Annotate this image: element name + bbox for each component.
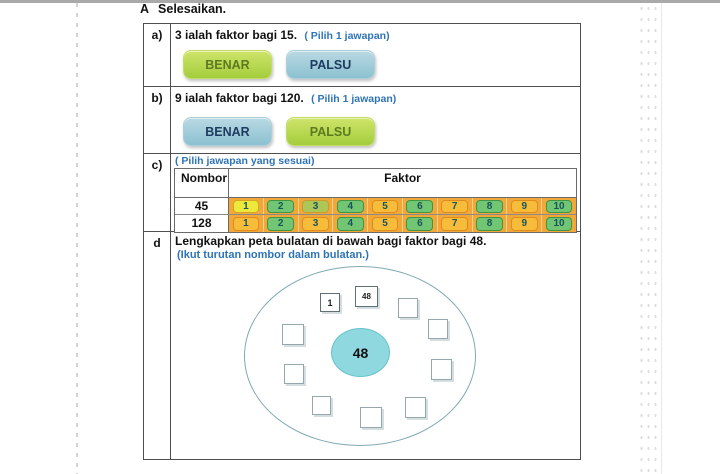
factor-chip-cell: 2 [262,198,298,214]
circle-map-center: 48 [331,328,390,377]
page-title: A Selesaikan. [140,2,226,16]
question-d-hint: (Ikut turutan nombor dalam bulatan.) [177,249,369,261]
right-dot-texture [638,3,662,474]
question-row-d: d Lengkapkan peta bulatan di bawah bagi … [144,232,580,459]
question-d-text: Lengkapkan peta bulatan di bawah bagi fa… [175,234,487,248]
row-label-b: b) [144,87,171,153]
factor-chip-1[interactable]: 1 [232,199,260,213]
row-number-128: 128 [175,215,229,232]
factor-chip-7[interactable]: 7 [441,199,469,213]
factor-box-empty[interactable] [360,407,382,428]
factor-box-1[interactable]: 1 [320,293,340,312]
factor-chip-cell: 5 [367,215,402,232]
section-letter: A [140,2,150,16]
left-fold-dotted-line [76,3,78,474]
question-a-text: 3 ialah faktor bagi 15. [175,28,298,42]
factor-chip-cell: 9 [506,215,541,232]
question-a-hint: ( Pilih 1 jawapan) [304,30,390,42]
row-label-a: a) [144,24,171,86]
factor-chip-5[interactable]: 5 [371,216,399,231]
benar-button-a[interactable]: BENAR [183,50,272,79]
col-header-faktor: Faktor [384,171,421,185]
factor-chip-4[interactable]: 4 [336,199,364,213]
row-b-content: 9 ialah faktor bagi 120. ( Pilih 1 jawap… [171,87,580,153]
factor-box-empty[interactable] [284,364,304,384]
factor-chip-8[interactable]: 8 [476,216,503,231]
factor-chip-10[interactable]: 10 [545,216,573,231]
factor-chip-2[interactable]: 2 [267,199,295,213]
factor-chip-9[interactable]: 9 [510,216,538,231]
question-a: 3 ialah faktor bagi 15. ( Pilih 1 jawapa… [175,28,574,42]
row-a-content: 3 ialah faktor bagi 15. ( Pilih 1 jawapa… [171,24,580,86]
row-c-content: ( Pilih jawapan yang sesuai) Nombor Fakt… [171,154,580,233]
factor-chip-cell: 3 [297,215,333,232]
factor-chip-cell: 10 [541,198,576,214]
factor-chip-5[interactable]: 5 [371,199,399,213]
row-d-content: Lengkapkan peta bulatan di bawah bagi fa… [171,232,580,459]
factor-chip-cell: 1 [229,215,263,232]
worksheet-table: a) 3 ialah faktor bagi 15. ( Pilih 1 jaw… [143,23,581,460]
factor-chip-cell: 6 [401,198,437,214]
question-c-hint: ( Pilih jawapan yang sesuai) [175,155,315,167]
factor-chip-2[interactable]: 2 [267,216,295,231]
factor-chip-3[interactable]: 3 [302,216,329,231]
factor-box-empty[interactable] [428,319,448,339]
factor-chip-cell: 3 [297,198,333,214]
row-a-buttons: BENAR PALSU [183,50,375,79]
question-row-a: a) 3 ialah faktor bagi 15. ( Pilih 1 jaw… [144,24,580,87]
factor-chip-cell: 1 [229,198,263,214]
palsu-button-b[interactable]: PALSU [286,117,375,146]
factor-chip-cell: 9 [506,198,541,214]
row-b-buttons: BENAR PALSU [183,117,375,146]
row-number-45: 45 [175,198,229,214]
question-d: Lengkapkan peta bulatan di bawah bagi fa… [175,234,580,248]
row-label-d: d [144,232,171,459]
factor-chip-6[interactable]: 6 [406,199,434,213]
factor-chip-cell: 7 [436,198,472,214]
col-header-nombor: Nombor [175,169,229,197]
factor-chip-cell: 10 [541,215,576,232]
question-b-text: 9 ialah faktor bagi 120. [175,91,304,105]
factor-chip-cell: 4 [332,198,367,214]
factor-chip-8[interactable]: 8 [476,199,503,213]
benar-button-b[interactable]: BENAR [183,117,272,146]
factor-table-header: Nombor Faktor [175,169,576,198]
factor-box-empty[interactable] [282,324,304,345]
factor-chip-7[interactable]: 7 [441,216,469,231]
question-row-c: c) ( Pilih jawapan yang sesuai) Nombor F… [144,154,580,233]
factor-chip-cell: 6 [401,215,437,232]
factor-chip-1[interactable]: 1 [232,216,260,231]
factor-chip-cell: 7 [436,215,472,232]
page-top-edge [0,0,720,3]
question-row-b: b) 9 ialah faktor bagi 120. ( Pilih 1 ja… [144,87,580,154]
question-b-hint: ( Pilih 1 jawapan) [311,93,397,105]
factor-chip-9[interactable]: 9 [510,199,538,213]
factor-chip-4[interactable]: 4 [336,216,364,231]
factor-chip-6[interactable]: 6 [406,216,434,231]
factor-chip-10[interactable]: 10 [545,199,573,213]
factor-chip-cell: 5 [367,198,402,214]
palsu-button-a[interactable]: PALSU [286,50,375,79]
question-b: 9 ialah faktor bagi 120. ( Pilih 1 jawap… [175,91,574,105]
factor-box-empty[interactable] [398,298,418,318]
right-fold-line [661,3,662,474]
factor-box-empty[interactable] [405,397,426,418]
factor-chip-cell: 8 [471,215,507,232]
circle-map: 48 1 48 [171,232,582,461]
factor-box-48[interactable]: 48 [355,286,378,307]
factor-chip-cell: 8 [471,198,507,214]
row-label-c: c) [144,154,171,231]
factor-box-empty[interactable] [312,396,331,415]
factor-chip-cell: 2 [262,215,298,232]
factor-chip-cell: 4 [332,215,367,232]
factor-chip-3[interactable]: 3 [302,199,329,213]
page-title-text: Selesaikan. [158,2,227,16]
factor-box-empty[interactable] [431,359,452,380]
